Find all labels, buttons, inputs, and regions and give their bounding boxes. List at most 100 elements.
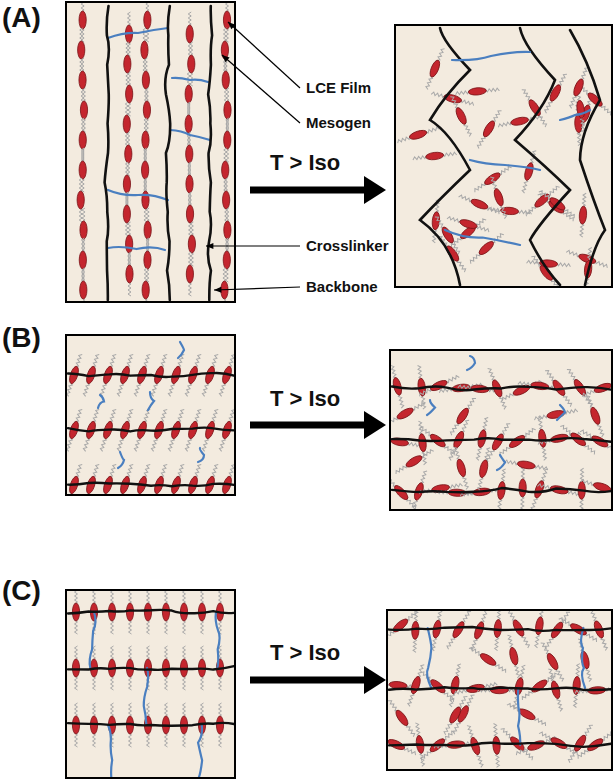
mesogen-core (508, 647, 519, 666)
mesogen-tail (443, 695, 467, 735)
lce-film (395, 25, 612, 287)
mesogen-core (589, 406, 602, 425)
arrow-head (364, 411, 386, 439)
backbone (392, 488, 611, 492)
mesogen-core (102, 475, 114, 494)
crosslinker (497, 455, 505, 470)
mesogen-tail (134, 464, 150, 495)
transition-arrow (250, 422, 368, 429)
arrow-head (364, 666, 386, 694)
mesogen-core (162, 603, 169, 621)
mesogen-tail (219, 464, 235, 495)
mesogen-core (492, 188, 505, 207)
mesogen (539, 641, 566, 683)
lce-film (387, 610, 612, 770)
mesogen (200, 353, 220, 397)
mesogen (185, 102, 192, 146)
mesogen-core (454, 106, 468, 125)
mesogen-core (141, 41, 148, 59)
mesogen (79, 148, 86, 192)
mesogen-core (394, 708, 410, 727)
transition-label: T > Iso (270, 640, 340, 666)
mesogen-core (534, 616, 544, 635)
mesogen (455, 86, 499, 97)
mesogen (80, 268, 87, 302)
part-label: Backbone (306, 278, 378, 295)
mesogen (72, 646, 79, 690)
backbone (105, 6, 109, 300)
mesogen (472, 164, 513, 194)
mesogen (566, 723, 595, 764)
crosslinker (560, 110, 590, 120)
mesogen (536, 416, 549, 461)
backbone (392, 438, 611, 442)
mesogen (162, 590, 169, 634)
mesogen-core (124, 55, 131, 73)
mesogen-core (78, 41, 85, 59)
mesogen-tail (507, 703, 547, 727)
mesogen-core (396, 406, 415, 421)
mesogen (132, 463, 152, 495)
mesogen-tail (578, 638, 592, 681)
crosslinker (172, 78, 208, 82)
mesogen-core (473, 621, 486, 640)
crosslinker (470, 160, 540, 170)
mesogen-core (80, 101, 87, 119)
mesogen (222, 148, 229, 192)
mesogen-tail (567, 724, 593, 763)
mesogen (519, 466, 527, 510)
crosslinker (170, 130, 210, 140)
arrow-head (364, 176, 386, 204)
mesogen (441, 694, 469, 736)
mesogen (200, 463, 220, 495)
mesogen-core (538, 429, 547, 448)
mesogen-core (123, 175, 130, 193)
mesogen (448, 95, 473, 138)
mesogen-core (77, 191, 84, 209)
mesogen-core (79, 11, 86, 29)
leader-line (206, 245, 300, 246)
mesogen-tail (534, 409, 578, 420)
film-border (66, 2, 235, 302)
mesogen-core (123, 205, 130, 223)
mesogen-core (586, 91, 604, 108)
crosslinker (118, 452, 124, 468)
mesogen (468, 644, 509, 674)
mesogen (576, 638, 594, 682)
mesogen (79, 238, 86, 282)
mesogen-tail (388, 699, 416, 737)
mesogen (411, 610, 420, 652)
backbone (389, 627, 611, 631)
mesogen-core (186, 145, 193, 163)
mesogen-tail (449, 663, 461, 707)
mesogen-core (497, 481, 506, 500)
crosslinker (108, 247, 165, 250)
mesogen (412, 150, 457, 162)
mesogen-core (142, 281, 149, 299)
mesogen (77, 178, 84, 222)
film-border (66, 590, 235, 778)
crosslinker (148, 392, 154, 410)
mesogen-tail (390, 402, 425, 426)
part-label: Crosslinker (306, 237, 389, 254)
film-content (390, 356, 612, 510)
mesogen-core (79, 131, 86, 149)
mesogen-tail (446, 610, 471, 649)
mesogen (484, 421, 512, 463)
mesogen-core (186, 205, 193, 223)
mesogen-tail (498, 427, 535, 455)
leader-line (214, 287, 300, 290)
film-border (395, 25, 612, 287)
mesogen (571, 663, 582, 707)
mesogen-tail (504, 460, 548, 470)
mesogen-tail (569, 67, 588, 109)
mesogen (183, 463, 203, 495)
mesogen-tail (202, 409, 218, 452)
film-content (387, 610, 612, 768)
mesogen (149, 463, 169, 495)
mesogen-tail (541, 642, 565, 682)
crosslinker (452, 52, 530, 60)
crosslinker (467, 356, 475, 370)
crosslinker (445, 230, 520, 245)
backbone (208, 6, 212, 300)
